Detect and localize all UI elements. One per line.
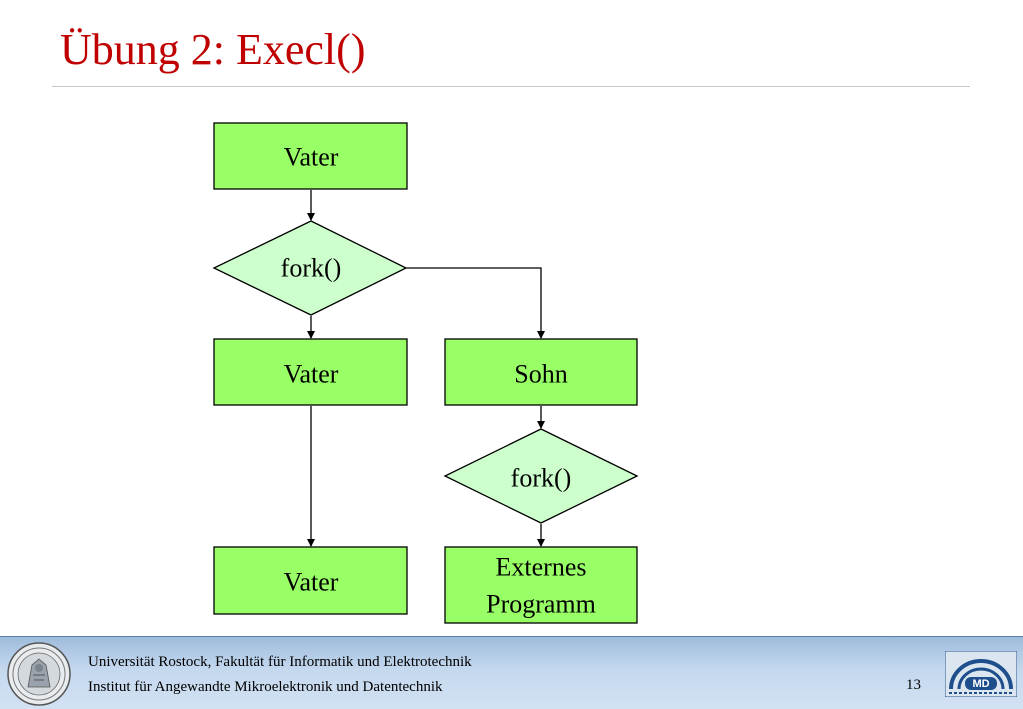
node-vater-mid-label: Vater: [284, 360, 339, 389]
university-seal-icon: [7, 642, 71, 706]
node-fork-2-label: fork(): [511, 464, 572, 493]
footer-institute-line: Institut für Angewandte Mikroelektronik …: [88, 679, 443, 695]
footer-university-line: Universität Rostock, Fakultät für Inform…: [88, 654, 472, 670]
md-logo-icon: MD: [945, 651, 1017, 697]
footer-bar: Universität Rostock, Fakultät für Inform…: [0, 636, 1023, 709]
node-vater-bottom: Vater: [213, 546, 408, 615]
node-fork-1-label: fork(): [281, 254, 342, 283]
flowchart: Vater fork() Vater Sohn fork() Vater Ext…: [212, 122, 639, 624]
node-sohn: Sohn: [444, 338, 638, 406]
node-sohn-label: Sohn: [514, 360, 567, 389]
node-vater-mid: Vater: [213, 338, 408, 406]
node-vater-top: Vater: [213, 122, 408, 190]
title-divider: [52, 86, 970, 87]
page-number: 13: [906, 677, 921, 693]
slide-title: Übung 2: Execl(): [60, 25, 366, 74]
node-externes-line1: Externes: [496, 553, 587, 582]
node-externes-programm: Externes Programm: [444, 546, 638, 624]
node-fork-1: fork(): [212, 220, 408, 316]
node-vater-bottom-label: Vater: [284, 568, 339, 597]
node-fork-2: fork(): [443, 428, 639, 524]
edge-fork1-to-sohn: [406, 267, 545, 339]
node-externes-line2: Programm: [486, 590, 596, 619]
md-logo-text: MD: [972, 678, 989, 690]
node-vater-top-label: Vater: [284, 143, 339, 172]
